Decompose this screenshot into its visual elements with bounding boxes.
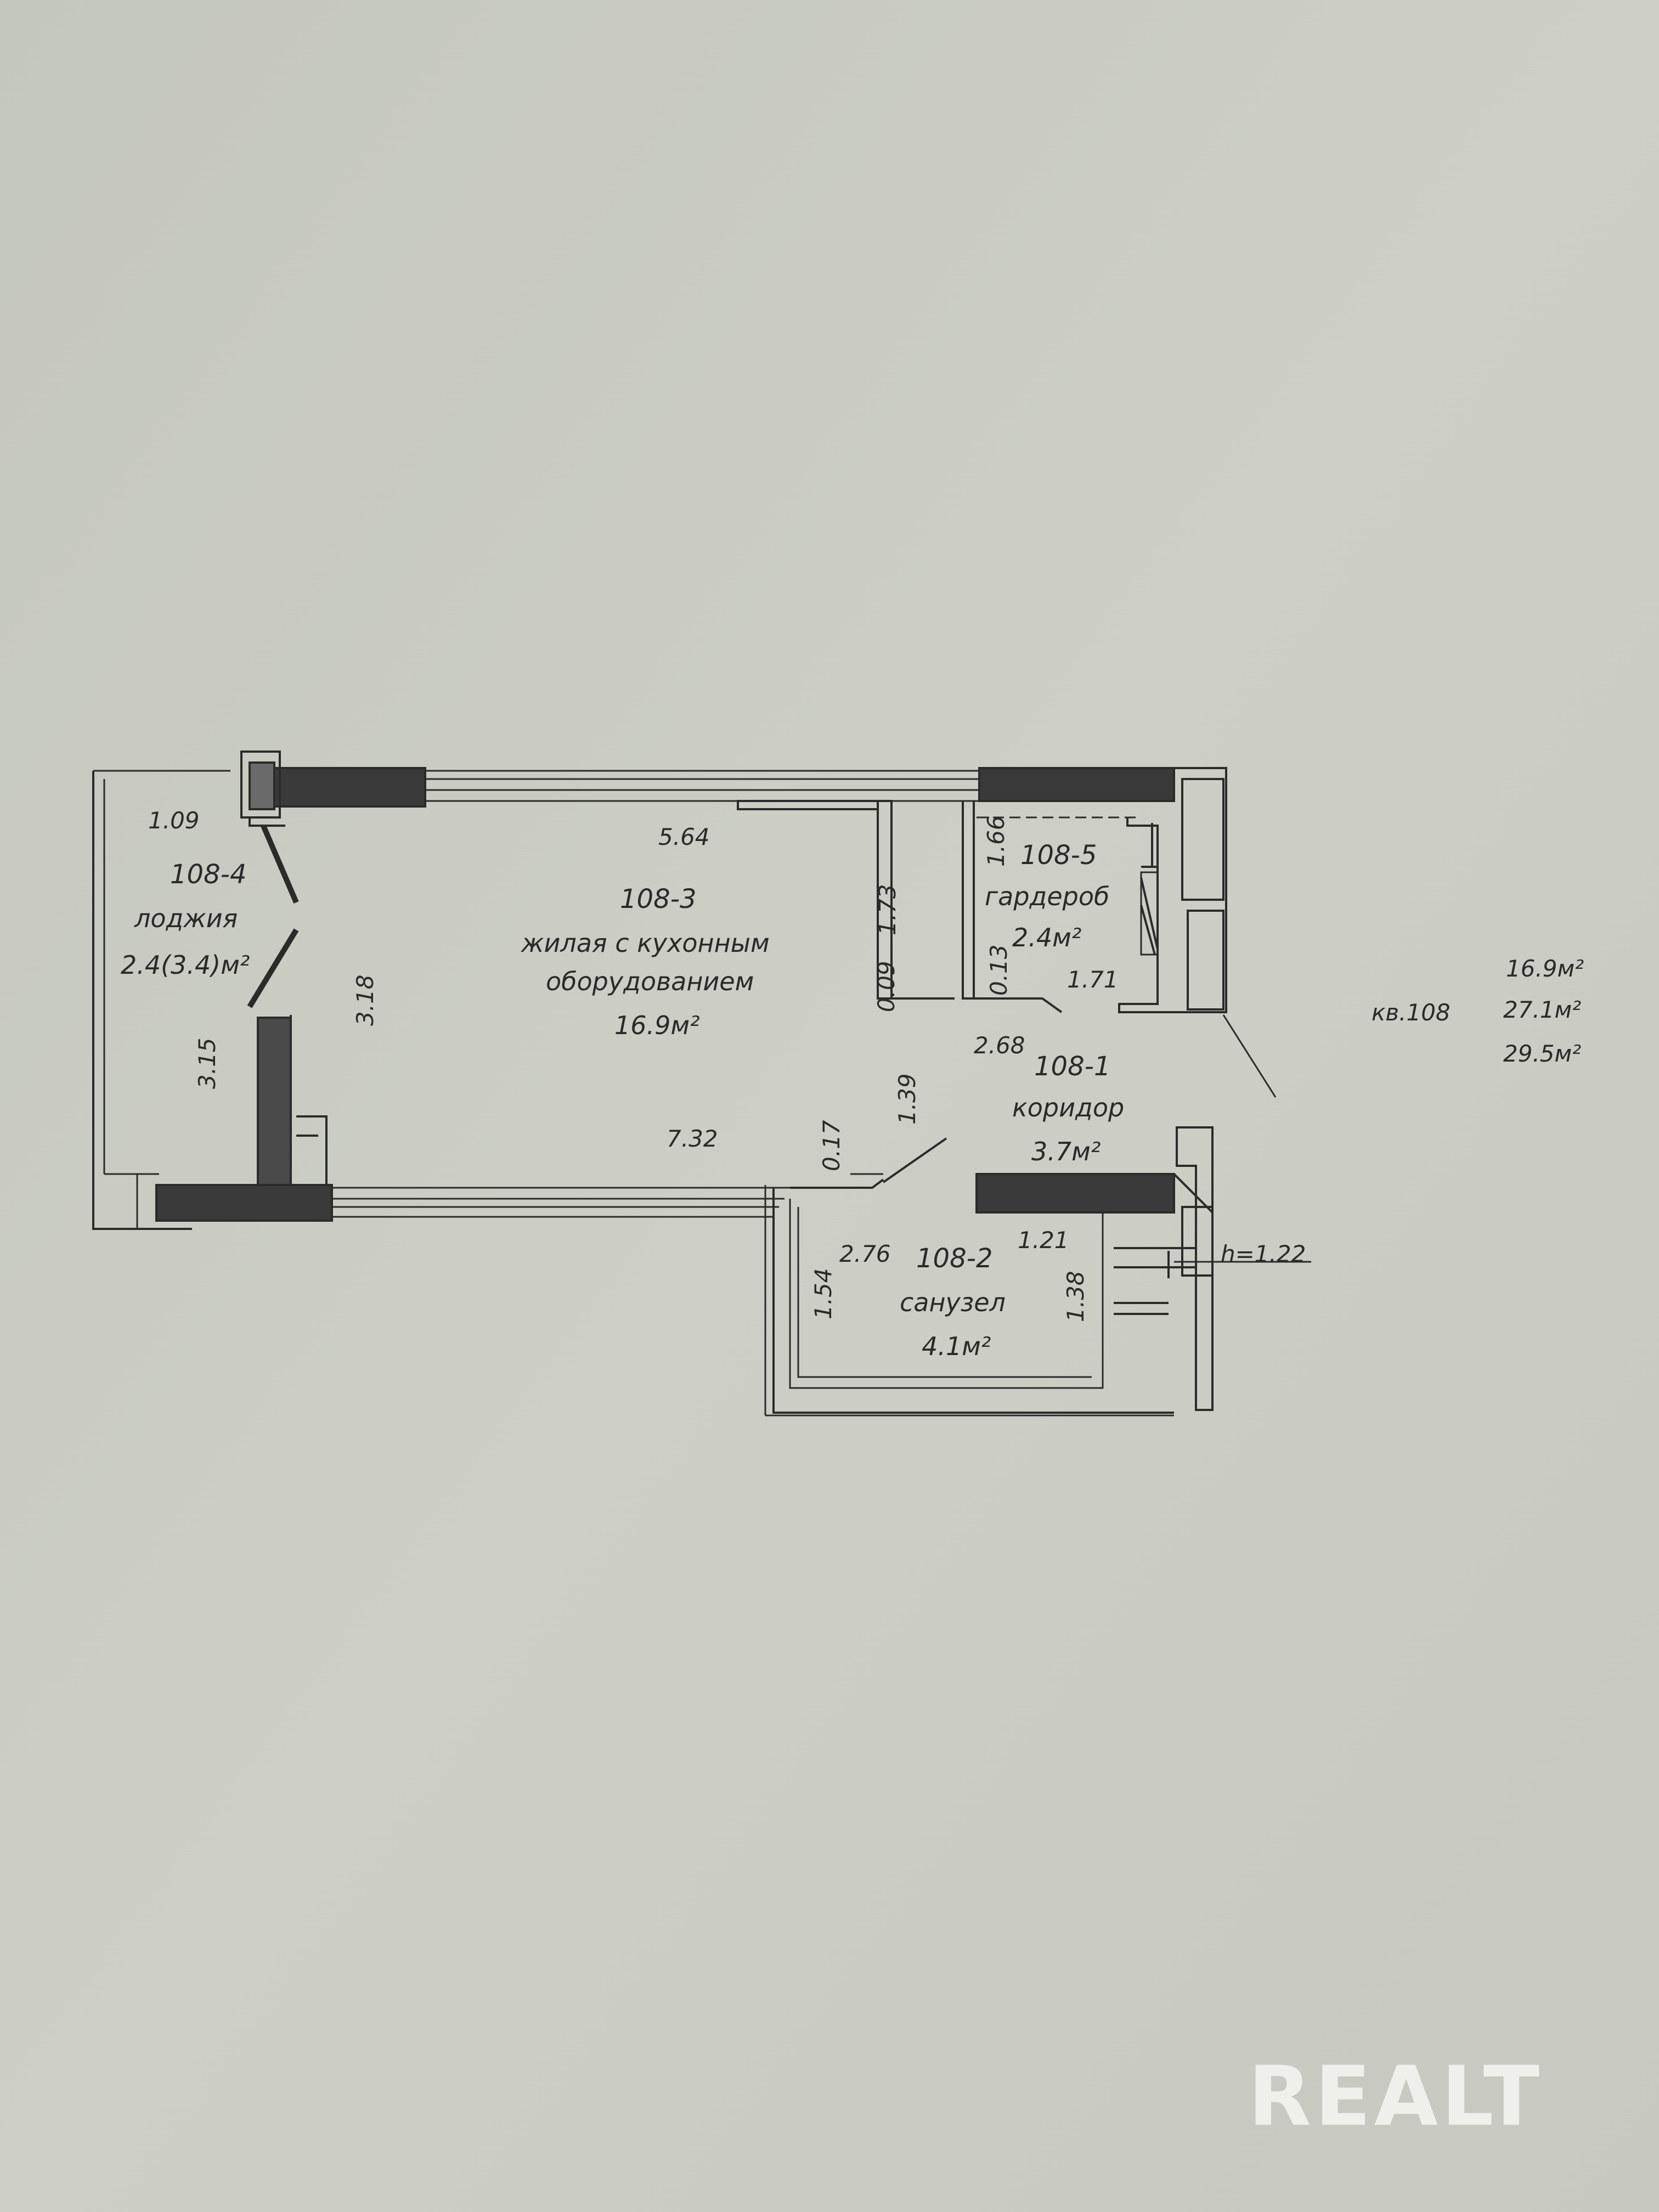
dim-corridor-139: 1.39 xyxy=(894,1073,921,1125)
loggia-door-leaf-2 xyxy=(247,928,299,1008)
dim-living-bottom: 7.32 xyxy=(667,1125,718,1152)
living-name-line2: оборудованием xyxy=(546,967,754,996)
apartment-area-with-loggia: 29.5м² xyxy=(1503,1040,1581,1067)
loggia-name: лоджия xyxy=(134,904,238,933)
dim-living-top: 5.64 xyxy=(658,823,710,850)
wardrobe-id: 108-5 xyxy=(1020,840,1097,871)
dim-wall-009: 0.09 xyxy=(873,961,900,1012)
dim-corridor-width: 2.68 xyxy=(974,1032,1025,1059)
dim-living-height: 3.18 xyxy=(352,974,379,1026)
dim-bath-121: 1.21 xyxy=(1018,1227,1069,1254)
loggia-area: 2.4(3.4)м² xyxy=(121,950,250,980)
top-wall-left xyxy=(251,767,426,808)
dim-wall-173: 1.73 xyxy=(874,884,901,935)
bathroom-outer-wall xyxy=(772,1188,1174,1414)
loggia-outer-wall xyxy=(92,771,192,1230)
living-area: 16.9м² xyxy=(614,1011,700,1040)
dim-loggia-width: 1.09 xyxy=(148,807,200,834)
bath-top-wall xyxy=(975,1173,1175,1214)
dim-wardrobe-height: 1.66 xyxy=(983,815,1009,867)
bathroom-door xyxy=(882,1137,947,1183)
bottom-wall-left xyxy=(155,1184,333,1222)
bath-name: санузел xyxy=(900,1288,1006,1317)
wardrobe-area: 2.4м² xyxy=(1012,923,1081,952)
corridor-area: 3.7м² xyxy=(1031,1137,1101,1166)
wardrobe-name: гардероб xyxy=(985,882,1109,911)
dim-wall-013: 0.13 xyxy=(985,944,1012,996)
left-wall-column xyxy=(257,1017,292,1186)
dim-corridor-017: 0.17 xyxy=(818,1120,845,1171)
apartment-living-area: 16.9м² xyxy=(1506,955,1584,982)
corridor-id: 108-1 xyxy=(1034,1051,1110,1082)
loggia-id: 108-4 xyxy=(170,859,246,890)
dim-wardrobe-width: 1.71 xyxy=(1067,966,1119,993)
labels: 1.09 108-4 лоджия 2.4(3.4)м² 3.15 3.18 5… xyxy=(121,807,1584,1361)
realt-watermark: REALT xyxy=(1248,2049,1543,2145)
dim-bath-138: 1.38 xyxy=(1062,1271,1089,1322)
dim-bath-width: 2.76 xyxy=(839,1240,891,1267)
dim-loggia-length: 3.15 xyxy=(194,1037,221,1089)
bath-area: 4.1м² xyxy=(922,1331,991,1361)
bath-id: 108-2 xyxy=(916,1243,992,1274)
apartment-label: кв.108 xyxy=(1372,999,1451,1026)
living-name-line1: жилая с кухонным xyxy=(521,928,770,958)
apartment-total-area: 27.1м² xyxy=(1503,996,1581,1023)
living-id: 108-3 xyxy=(620,884,696,915)
loggia-door-leaf-1 xyxy=(261,825,299,904)
walls xyxy=(92,751,1311,1417)
top-window xyxy=(425,770,979,802)
top-wall-right xyxy=(978,767,1175,802)
corridor-name: коридор xyxy=(1012,1093,1124,1122)
dim-shaft-height: h=1.22 xyxy=(1221,1240,1306,1267)
entrance-door-swing xyxy=(1222,1014,1277,1098)
right-shaft-wall xyxy=(1176,1126,1214,1411)
dim-bath-height: 1.54 xyxy=(810,1268,837,1319)
